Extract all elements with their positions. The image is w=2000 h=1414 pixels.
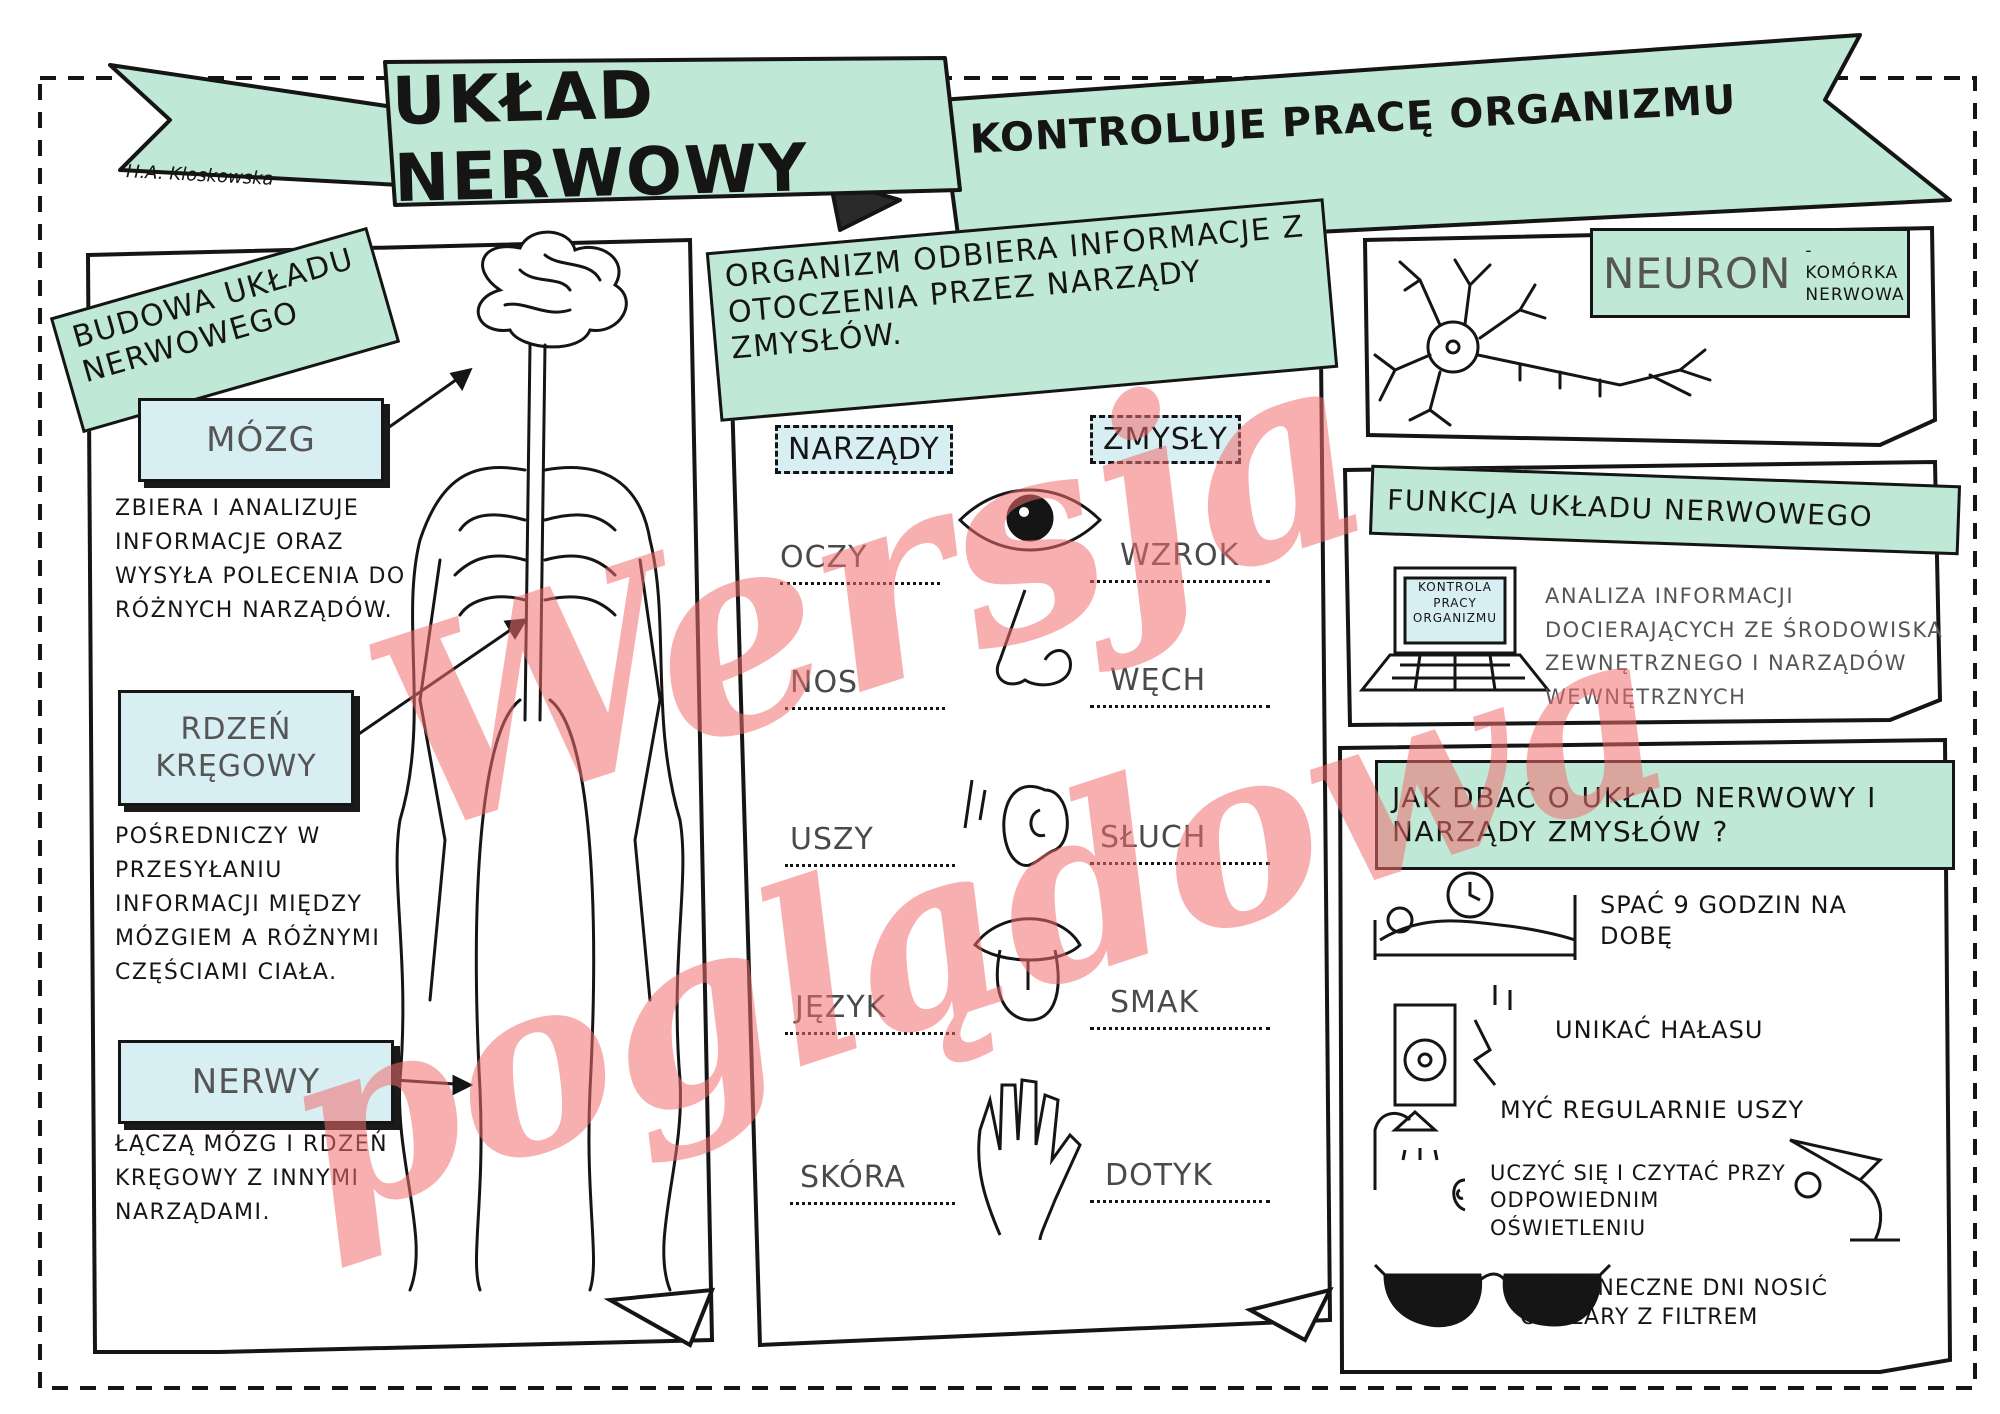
tip-clean-ears: MYĆ REGULARNIE USZY [1500, 1096, 1805, 1124]
sense-label-sight: WZROK [1120, 538, 1240, 573]
nerves-label: NERWY [118, 1040, 394, 1124]
nervous-system-figure [395, 230, 685, 1292]
organ-label-eyes: OCZY [780, 540, 868, 575]
care-heading: JAK DBAĆ O UKŁAD NERWOWY I NARZĄDY ZMYSŁ… [1375, 760, 1955, 870]
dotted-line [790, 1202, 955, 1205]
laptop-text: KONTROLA PRACY ORGANIZMU [1412, 580, 1498, 626]
dotted-line [785, 707, 945, 710]
nerves-description: ŁĄCZĄ MÓZG I RDZEŃ KRĘGOWY Z INNYMI NARZ… [115, 1132, 389, 1226]
dotted-line [1090, 862, 1270, 865]
brain-label: MÓZG [138, 398, 384, 482]
spinal-cord-description: POŚREDNICZY W PRZESYŁANIU INFORMACJI MIĘ… [115, 824, 381, 986]
neuron-icon [1373, 258, 1712, 427]
senses-column-header: ZMYSŁY [1090, 415, 1241, 464]
poster-border [38, 76, 1977, 1390]
neuron-label: NEURON [1603, 248, 1792, 298]
page-title: UKŁAD NERWOWY [391, 56, 810, 218]
dotted-line [785, 1032, 955, 1035]
sunglasses-icon [1373, 1263, 1612, 1328]
tip-sleep: SPAĆ 9 GODZIN NA DOBĘ [1600, 891, 1847, 951]
neuron-label-box: NEURON -KOMÓRKA NERWOWA [1590, 228, 1910, 318]
eye-icon [957, 488, 1103, 552]
dotted-line [780, 582, 940, 585]
spinal-cord-label: RDZEŃ KRĘGOWY [118, 690, 354, 806]
organs-column-header: NARZĄDY [775, 425, 953, 474]
title-banner [108, 33, 1952, 252]
sense-label-hearing: SŁUCH [1100, 820, 1207, 855]
brain-description: ZBIERA I ANALIZUJE INFORMACJE ORAZ WYSYŁ… [115, 496, 406, 624]
organ-label-nose: NOS [790, 665, 859, 700]
lamp-icon [1789, 1138, 1900, 1242]
dotted-line [785, 864, 955, 867]
label-arrows [349, 367, 528, 1096]
tip-avoid-noise: UNIKAĆ HAŁASU [1555, 1016, 1764, 1044]
hand-icon [977, 1078, 1082, 1241]
tip-sunglasses: W SŁONECZNE DNI NOSIĆ OKULARY Z FILTREM [1520, 1276, 1828, 1330]
shower-icon [1373, 1109, 1466, 1212]
dotted-line [1090, 1027, 1270, 1030]
laptop-icon [1358, 566, 1552, 692]
ear-icon [963, 779, 1069, 867]
organ-label-tongue: JĘZYK [795, 990, 887, 1025]
tongue-icon [972, 917, 1082, 1022]
neuron-sublabel: -KOMÓRKA NERWOWA [1805, 240, 1905, 306]
speaker-icon [1393, 985, 1512, 1107]
tip-good-light: UCZYĆ SIĘ I CZYTAĆ PRZY ODPOWIEDNIM OŚWI… [1490, 1161, 1786, 1240]
sense-label-taste: SMAK [1110, 985, 1200, 1020]
sense-label-touch: DOTYK [1105, 1158, 1214, 1193]
bed-icon [1373, 871, 1577, 960]
nose-icon [996, 589, 1072, 687]
organ-label-ears: USZY [790, 822, 874, 857]
sense-label-smell: WĘCH [1110, 663, 1207, 698]
dotted-line [1090, 705, 1270, 708]
organ-label-skin: SKÓRA [800, 1160, 906, 1195]
function-description: ANALIZA INFORMACJI DOCIERAJĄCYCH ZE ŚROD… [1545, 584, 1944, 709]
dotted-line [1090, 580, 1270, 583]
dotted-line [1090, 1200, 1270, 1203]
